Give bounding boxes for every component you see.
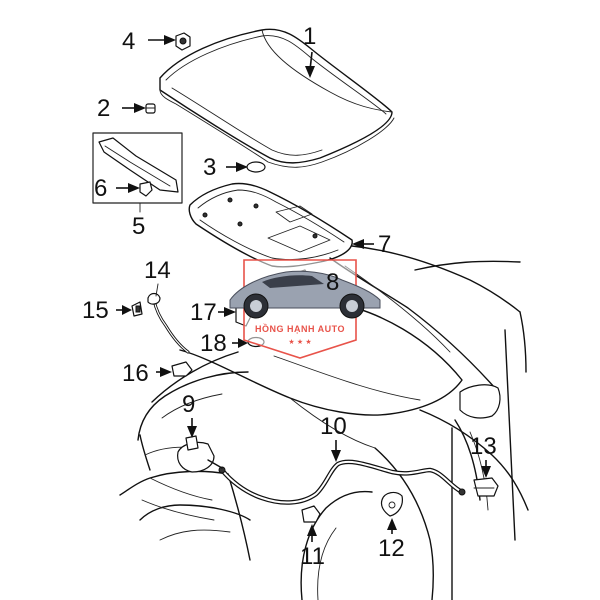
callout-14: 14 [144, 257, 171, 284]
callout-17: 17 [190, 299, 217, 326]
callout-9: 9 [182, 391, 195, 418]
hood-clip-part [145, 103, 156, 114]
callout-7: 7 [378, 231, 391, 258]
release-cable [218, 459, 466, 505]
callout-1: 1 [303, 23, 316, 50]
callout-10: 10 [320, 413, 347, 440]
callout-2: 2 [97, 95, 110, 122]
callout-16: 16 [122, 360, 149, 387]
support-rod-14 [147, 292, 190, 354]
callout-5: 5 [132, 213, 145, 240]
callout-labels: 1 2 3 4 5 6 7 8 9 10 11 12 13 14 15 16 1… [82, 23, 497, 570]
rod-holder-16 [171, 361, 193, 377]
callout-4: 4 [122, 28, 135, 55]
hood-panel [159, 28, 395, 168]
callout-15: 15 [82, 297, 109, 324]
grommet-12 [380, 491, 403, 517]
rod-clip-15 [131, 301, 143, 317]
callout-18: 18 [200, 330, 227, 357]
grommet-part [246, 161, 266, 173]
seal-box [92, 132, 183, 204]
callout-8: 8 [326, 269, 339, 296]
hood-insulator [188, 182, 353, 268]
callout-6: 6 [94, 175, 107, 202]
hood-bumper-part [175, 32, 191, 51]
watermark-badge: HỒNG HẠNH AUTO ★ ★ ★ [229, 259, 381, 359]
sports-car-logo [229, 270, 381, 319]
hood-lock-part [177, 435, 223, 473]
watermark-stars: ★ ★ ★ [288, 338, 311, 346]
watermark-text: HỒNG HẠNH AUTO [255, 323, 345, 334]
callout-13: 13 [470, 433, 497, 460]
callout-11: 11 [300, 543, 325, 570]
leader-arrows [116, 35, 491, 542]
release-lever-13 [473, 477, 499, 497]
callout-12: 12 [378, 535, 405, 562]
callout-3: 3 [203, 154, 216, 181]
cable-clip-11 [301, 505, 321, 523]
